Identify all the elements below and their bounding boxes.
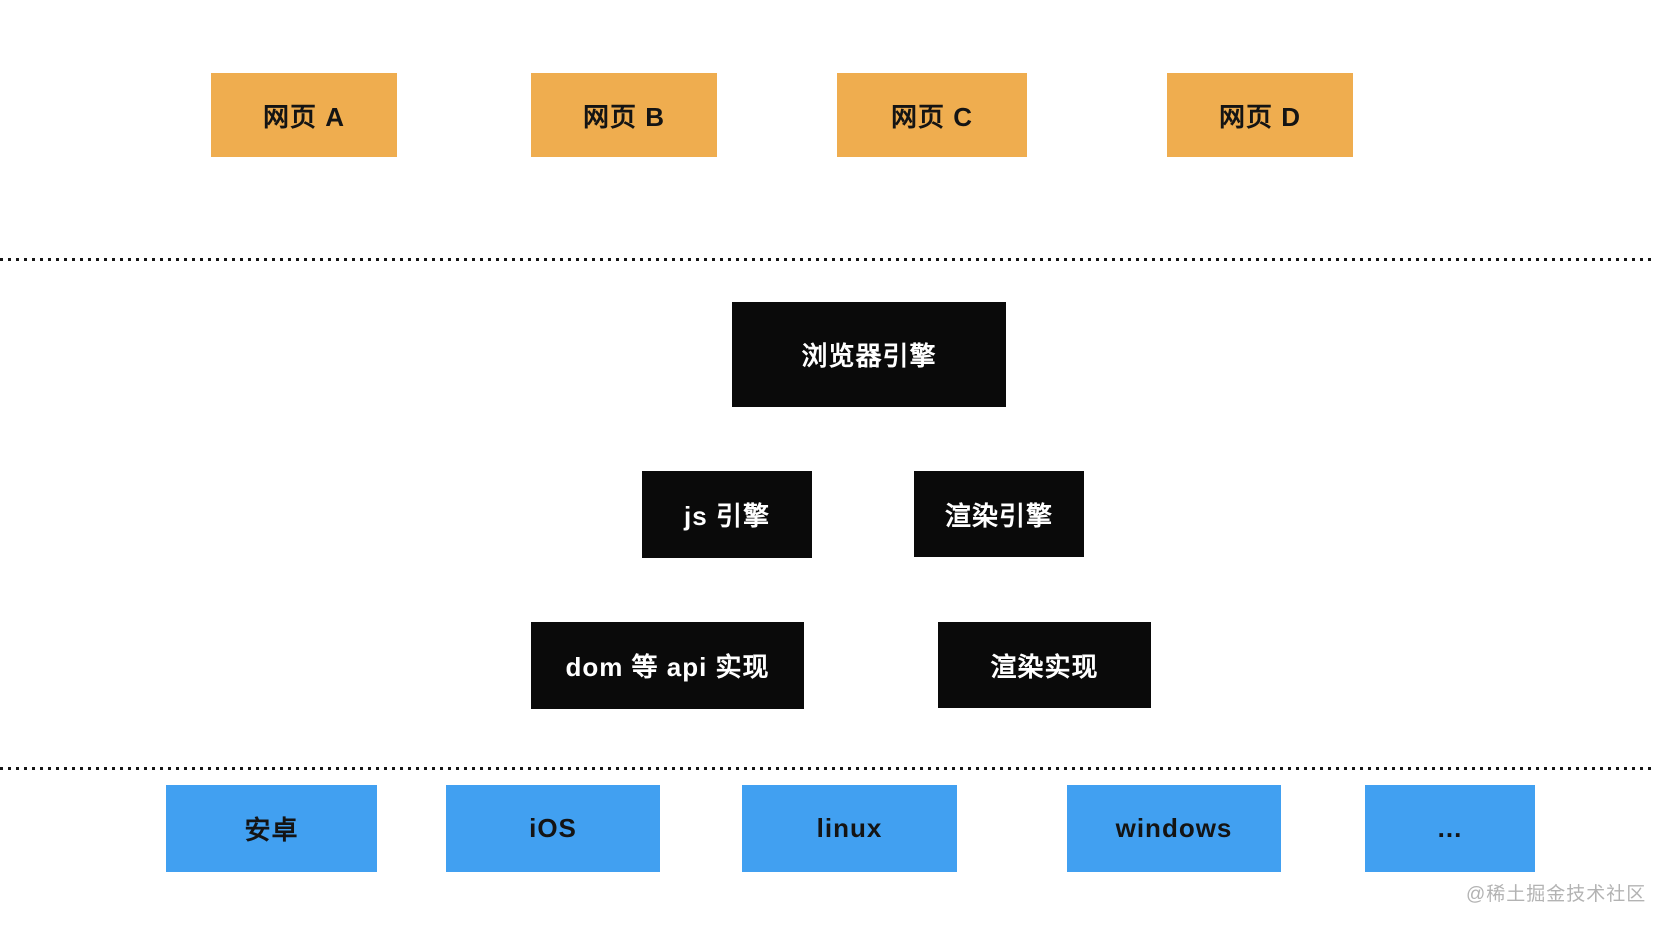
webpage-c-box: 网页 C — [837, 73, 1027, 157]
platform-more-box: ... — [1365, 785, 1535, 872]
browser-engine-box: 浏览器引擎 — [732, 302, 1006, 407]
webpage-d-box: 网页 D — [1167, 73, 1353, 157]
watermark-text: @稀土掘金技术社区 — [1466, 884, 1647, 905]
lower-dotted-divider — [0, 767, 1656, 770]
platform-ios-box: iOS — [446, 785, 660, 872]
platform-android-box: 安卓 — [166, 785, 377, 872]
platform-linux-box: linux — [742, 785, 957, 872]
js-engine-box: js 引擎 — [642, 471, 812, 558]
upper-dotted-divider — [0, 258, 1656, 261]
webpage-b-box: 网页 B — [531, 73, 717, 157]
render-implementation-box: 渲染实现 — [938, 622, 1151, 708]
render-engine-box: 渲染引擎 — [914, 471, 1084, 557]
webpage-a-box: 网页 A — [211, 73, 397, 157]
dom-api-implementation-box: dom 等 api 实现 — [531, 622, 804, 709]
platform-windows-box: windows — [1067, 785, 1281, 872]
